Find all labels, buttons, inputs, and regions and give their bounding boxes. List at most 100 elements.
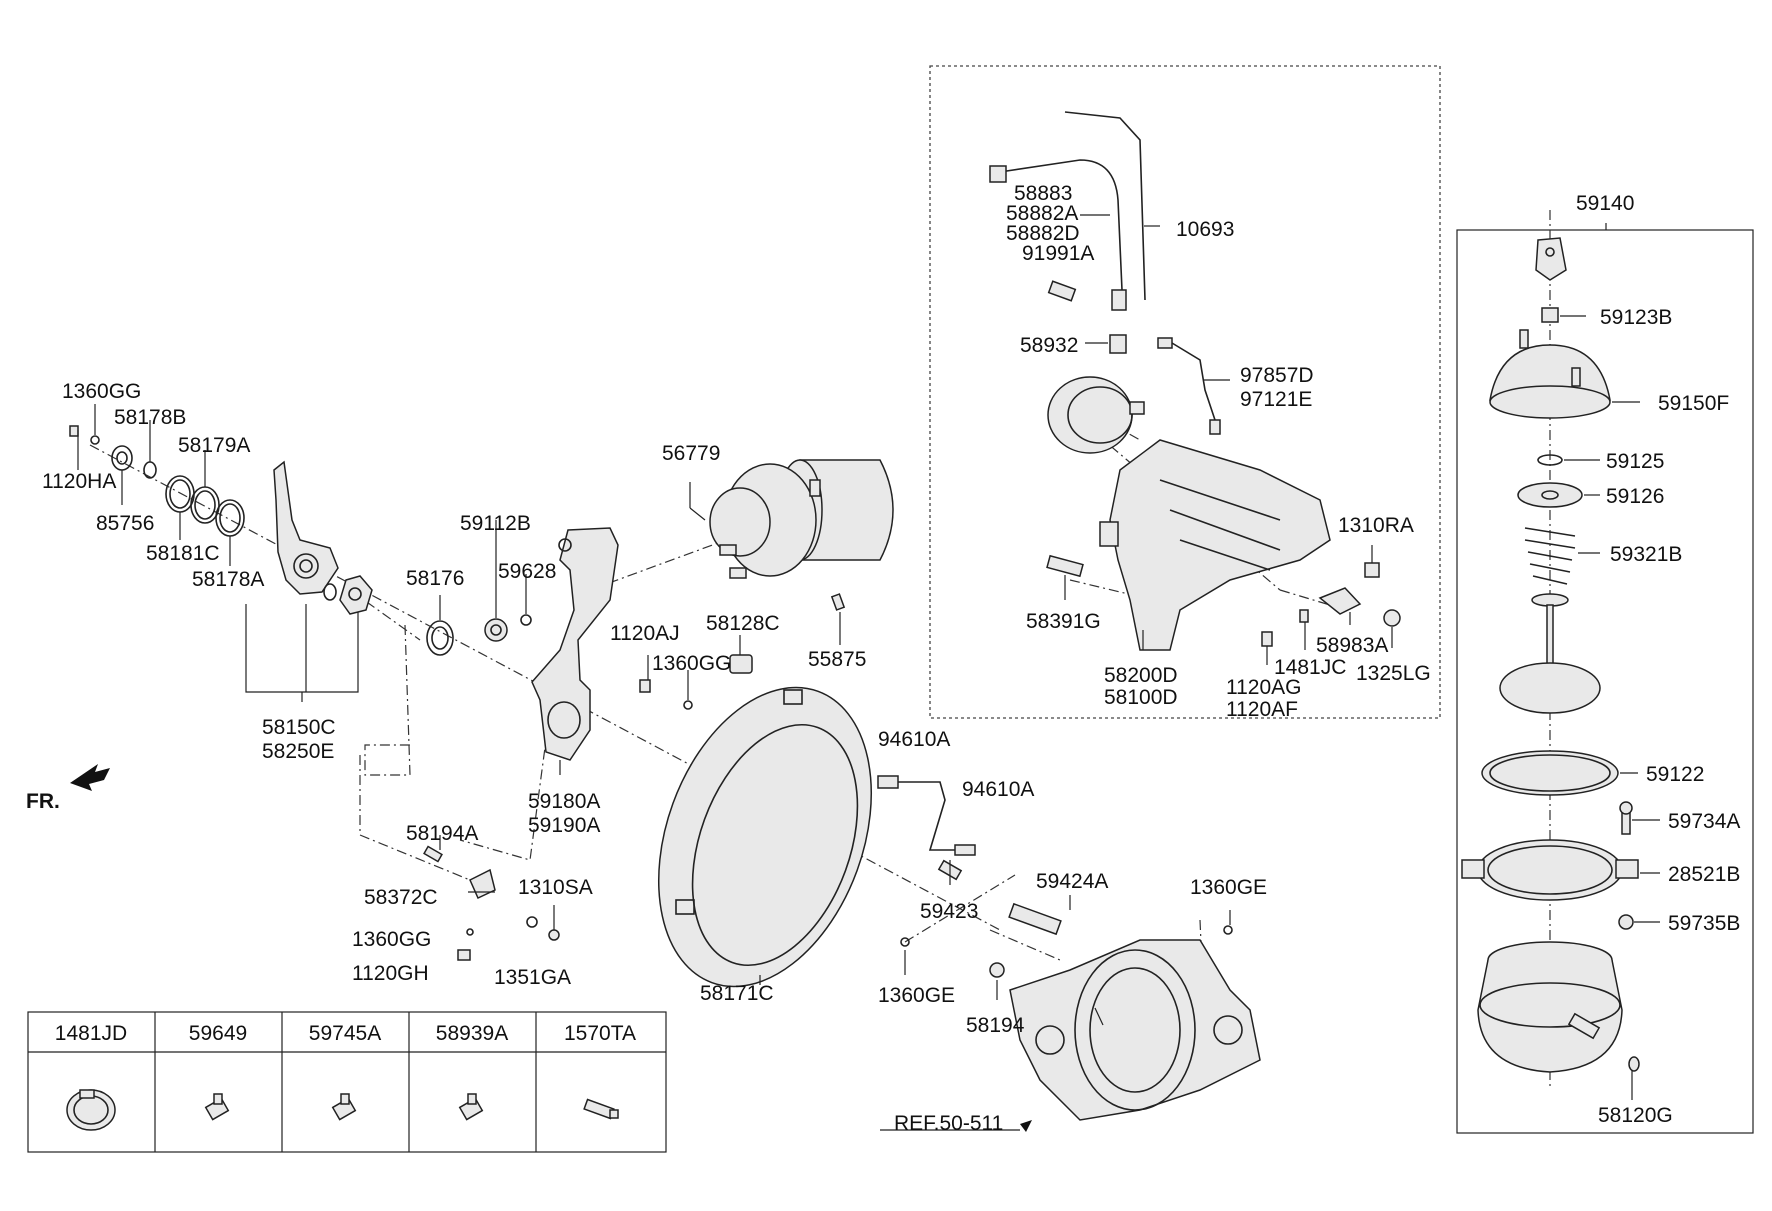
label-58100d: 58100D xyxy=(1104,686,1178,709)
label-1360gg-mid: 1360GG xyxy=(652,652,731,675)
fitting-icon xyxy=(204,1093,230,1121)
legend-header-4: 58939A xyxy=(436,1022,508,1045)
nut-59735b xyxy=(1618,914,1634,930)
label-59125: 59125 xyxy=(1606,450,1664,473)
sensor-94610a xyxy=(877,775,976,856)
clip-1481jc xyxy=(1299,609,1309,623)
label-1360ge-1: 1360GE xyxy=(878,984,955,1007)
label-59123b: 59123B xyxy=(1600,306,1672,329)
fitting-icon xyxy=(331,1093,357,1121)
bolt-59734a xyxy=(1619,801,1633,835)
caliper-assembly-box xyxy=(929,65,1441,719)
label-58128c: 58128C xyxy=(706,612,780,635)
slack-adjuster-58150c xyxy=(273,460,373,615)
legend-header-2: 59649 xyxy=(189,1022,247,1045)
label-58391g: 58391G xyxy=(1026,610,1101,633)
label-97121e: 97121E xyxy=(1240,388,1312,411)
label-59423: 59423 xyxy=(920,900,978,923)
label-58194a: 58194A xyxy=(406,822,478,845)
label-1120ag: 1120AG xyxy=(1226,676,1302,699)
label-59112b: 59112B xyxy=(460,512,531,535)
label-94610a-2: 94610A xyxy=(962,778,1034,801)
legend-header-1: 1481JD xyxy=(55,1022,127,1045)
label-59150f: 59150F xyxy=(1658,392,1729,415)
hose-clamp-icon xyxy=(66,1089,116,1131)
label-97857d: 97857D xyxy=(1240,364,1314,387)
label-55875: 55875 xyxy=(808,648,866,671)
label-58171c: 58171C xyxy=(700,982,774,1005)
label-58178a: 58178A xyxy=(192,568,264,591)
label-1351ga: 1351GA xyxy=(494,966,571,989)
label-58932: 58932 xyxy=(1020,334,1078,357)
label-1120ha: 1120HA xyxy=(42,470,116,493)
nut-59123b xyxy=(1541,307,1559,323)
label-58250e: 58250E xyxy=(262,740,334,763)
ring-58178a xyxy=(215,499,245,537)
clip-58372c xyxy=(469,868,496,900)
label-59424a: 59424A xyxy=(1036,870,1108,893)
label-59735b: 59735B xyxy=(1668,912,1740,935)
label-58181c: 58181C xyxy=(146,542,220,565)
label-94610a-1: 94610A xyxy=(878,728,950,751)
bolt-1120ag xyxy=(1261,631,1273,647)
sensor-59424a xyxy=(1008,902,1062,936)
label-1325lg: 1325LG xyxy=(1356,662,1431,685)
nut-1310ra xyxy=(1364,562,1380,578)
bolt-58194a xyxy=(423,845,443,863)
label-58200d: 58200D xyxy=(1104,664,1178,687)
label-59628: 59628 xyxy=(498,560,556,583)
label-59180a: 59180A xyxy=(528,790,600,813)
legend-header-5: 1570TA xyxy=(564,1022,636,1045)
nut-58194 xyxy=(989,962,1005,978)
label-58178b: 58178B xyxy=(114,406,186,429)
bracket-58983a xyxy=(1318,587,1362,615)
caliper-58200d xyxy=(1099,439,1331,651)
spring-59321b xyxy=(1524,527,1576,607)
label-1120gh: 1120GH xyxy=(352,962,429,985)
washer-1360gg-mid xyxy=(683,700,693,710)
label-58176: 58176 xyxy=(406,567,464,590)
label-28521b: 28521B xyxy=(1668,863,1740,886)
label-59126: 59126 xyxy=(1606,485,1664,508)
housing-59150f xyxy=(1489,329,1611,419)
seal-58178b xyxy=(143,461,157,479)
washer-58176 xyxy=(426,620,454,656)
pushrod-plate xyxy=(1499,604,1601,714)
front-label: FR. xyxy=(26,790,60,813)
label-58883: 58883 xyxy=(1014,182,1072,205)
ring-58181c xyxy=(165,475,195,513)
label-1120af: 1120AF xyxy=(1226,698,1298,721)
clevis-top xyxy=(1535,237,1567,281)
brake-chamber-56779 xyxy=(689,459,894,579)
bolt-1120gh xyxy=(457,949,471,961)
label-59122: 59122 xyxy=(1646,763,1704,786)
label-58120g: 58120G xyxy=(1598,1104,1673,1127)
fitting-58932 xyxy=(1109,334,1127,354)
washer-59628 xyxy=(520,574,532,626)
chamber-base-58120g xyxy=(1477,941,1640,1073)
brake-chamber-assembly-box xyxy=(1456,229,1754,1134)
label-58179a: 58179A xyxy=(178,434,250,457)
label-59734a: 59734A xyxy=(1668,810,1740,833)
fitting-icon xyxy=(458,1093,484,1121)
label-59140: 59140 xyxy=(1576,192,1634,215)
backing-plate-58171c xyxy=(657,686,873,988)
label-58983a: 58983A xyxy=(1316,634,1388,657)
nut-59112b xyxy=(484,520,508,642)
label-85756: 85756 xyxy=(96,512,154,535)
clip-91991a xyxy=(1047,280,1077,302)
label-56779: 56779 xyxy=(662,442,720,465)
washer-59125 xyxy=(1537,454,1563,466)
front-arrow-icon xyxy=(70,764,110,791)
label-59321b: 59321B xyxy=(1610,543,1682,566)
label-1360ge-2: 1360GE xyxy=(1190,876,1267,899)
label-91991a: 91991A xyxy=(1022,242,1094,265)
label-58882a: 58882A xyxy=(1006,202,1078,225)
label-1310ra: 1310RA xyxy=(1338,514,1414,537)
bolt-1120aj xyxy=(639,679,651,693)
label-1481jc: 1481JC xyxy=(1274,656,1346,679)
connector-icon xyxy=(583,1098,619,1120)
washer-1360ge-1 xyxy=(900,937,910,947)
label-59190a: 59190A xyxy=(528,814,600,837)
